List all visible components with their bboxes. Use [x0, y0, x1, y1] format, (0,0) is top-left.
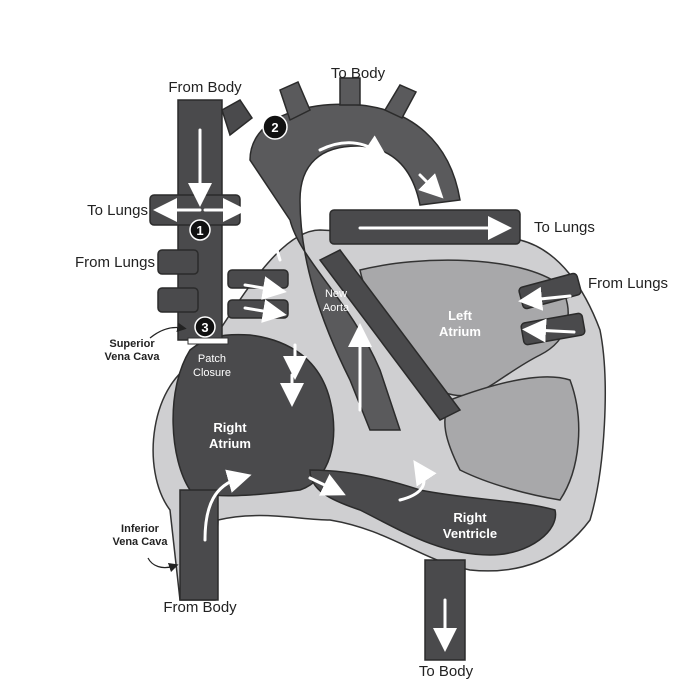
pulmonary-vein-left-3 [228, 270, 288, 288]
flow-arrow [534, 330, 574, 332]
label-left-atrium-1: Left [448, 308, 473, 323]
label-left-atrium-2: Atrium [439, 324, 481, 339]
label-from-lungs-right: From Lungs [588, 275, 668, 292]
label-superior-vc-2: Vena Cava [104, 351, 160, 363]
label-patch-closure-1: Patch [198, 353, 226, 365]
inferior-vena-cava [180, 490, 218, 600]
marker-1-label: 1 [196, 223, 203, 238]
label-from-body-bottom: From Body [163, 599, 237, 616]
inferior-vc-pointer [148, 558, 174, 568]
label-right-atrium-1: Right [213, 420, 247, 435]
patch-closure [188, 338, 228, 344]
svc-top-branch [222, 100, 252, 135]
label-right-ventricle-1: Right [453, 510, 487, 525]
label-from-lungs-left: From Lungs [75, 254, 155, 271]
label-patch-closure-2: Closure [193, 367, 231, 379]
marker-2-label: 2 [271, 120, 278, 135]
flow-arrow [268, 220, 280, 260]
label-new-aorta-2: Aorta [323, 302, 350, 314]
label-to-lungs-right: To Lungs [534, 219, 595, 236]
label-new-aorta-1: New [325, 288, 347, 300]
pulmonary-vein-left-1 [158, 250, 198, 274]
label-to-lungs-left: To Lungs [87, 202, 148, 219]
superior-vc-pointer [150, 327, 182, 338]
label-inferior-vc-1: Inferior [121, 523, 160, 535]
label-superior-vc-1: Superior [109, 338, 155, 350]
label-from-body-top: From Body [168, 79, 242, 96]
pulmonary-vein-left-2 [158, 288, 198, 312]
label-to-body-bottom: To Body [419, 663, 474, 680]
label-inferior-vc-2: Vena Cava [112, 536, 168, 548]
marker-3-label: 3 [201, 320, 208, 335]
label-right-atrium-2: Atrium [209, 436, 251, 451]
label-to-body-top: To Body [331, 65, 386, 82]
label-right-ventricle-2: Ventricle [443, 526, 497, 541]
